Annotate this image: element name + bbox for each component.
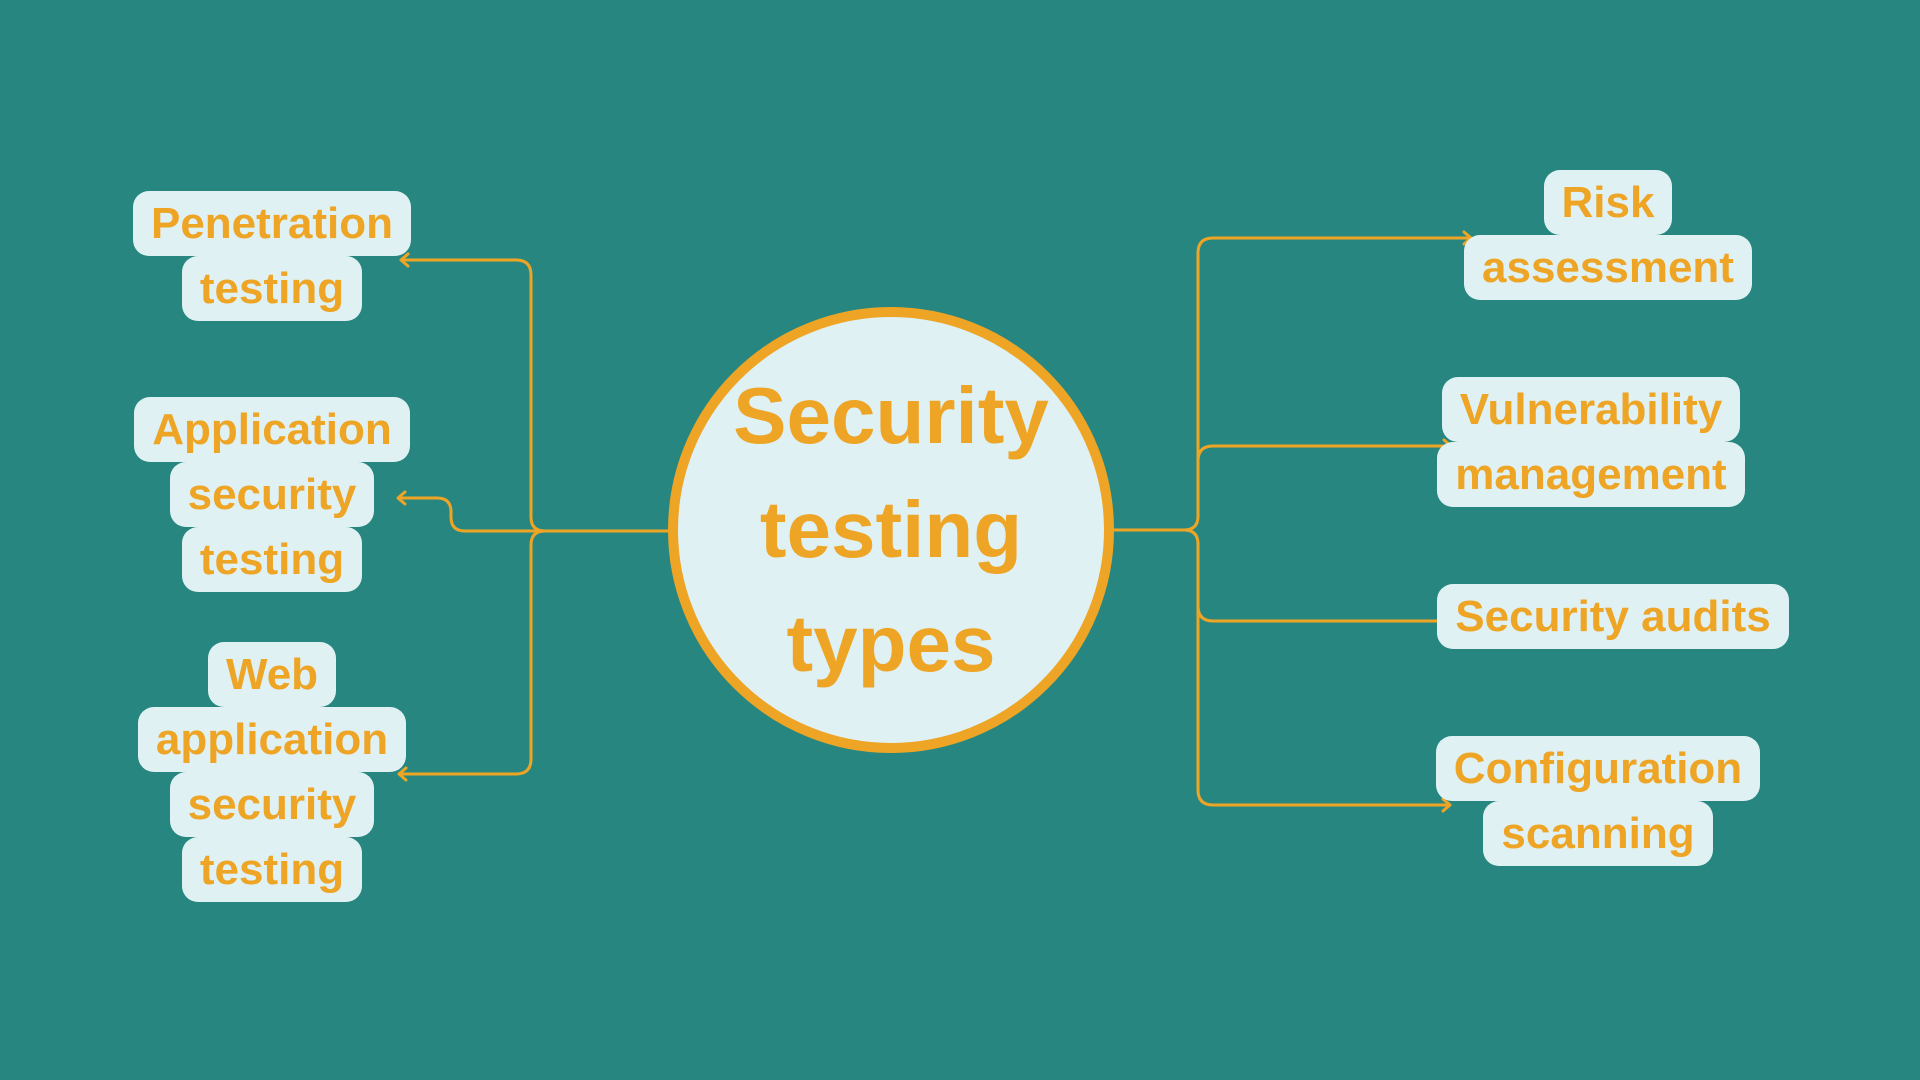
connector-appsec xyxy=(397,496,547,533)
arrowhead-websec xyxy=(397,766,408,782)
center-topic-title: Security testing types xyxy=(733,371,1049,688)
node-label-line: Web xyxy=(207,642,337,707)
node-label-line: Application xyxy=(134,397,410,462)
arrowhead-penetration xyxy=(399,252,410,268)
connector-config xyxy=(1196,542,1451,807)
node-label-line: Penetration xyxy=(132,191,412,256)
node-label-line: security xyxy=(169,772,375,837)
node-configuration-scanning: Configuration scanning xyxy=(1435,736,1761,866)
arrowhead-appsec xyxy=(396,490,407,506)
node-label-line: Security audits xyxy=(1437,584,1789,649)
connector-audits xyxy=(1182,528,1454,623)
node-label-line: Vulnerability xyxy=(1441,377,1741,442)
connector-websec xyxy=(398,529,547,776)
connector-vuln xyxy=(1196,444,1452,518)
node-label-line: scanning xyxy=(1483,801,1713,866)
node-label-line: testing xyxy=(181,837,363,902)
node-risk-assessment: Risk assessment xyxy=(1462,170,1754,300)
node-label-line: security xyxy=(169,462,375,527)
node-security-audits: Security audits xyxy=(1437,584,1789,649)
node-label-line: application xyxy=(137,707,407,772)
node-label-line: testing xyxy=(181,527,363,592)
node-label-line: Risk xyxy=(1543,170,1673,235)
node-label-line: Configuration xyxy=(1435,736,1761,801)
connector-penetration xyxy=(400,258,547,533)
node-label-line: management xyxy=(1437,442,1745,507)
node-application-security-testing: Application security testing xyxy=(133,397,411,592)
node-vulnerability-management: Vulnerability management xyxy=(1434,377,1748,507)
arrowhead-config xyxy=(1441,797,1452,813)
node-web-application-security-testing: Web application security testing xyxy=(135,642,409,902)
node-penetration-testing: Penetration testing xyxy=(130,191,414,321)
node-label-line: testing xyxy=(181,256,363,321)
center-topic-circle: Security testing types xyxy=(668,307,1114,753)
connector-risk xyxy=(1182,236,1472,532)
node-label-line: assessment xyxy=(1464,235,1752,300)
